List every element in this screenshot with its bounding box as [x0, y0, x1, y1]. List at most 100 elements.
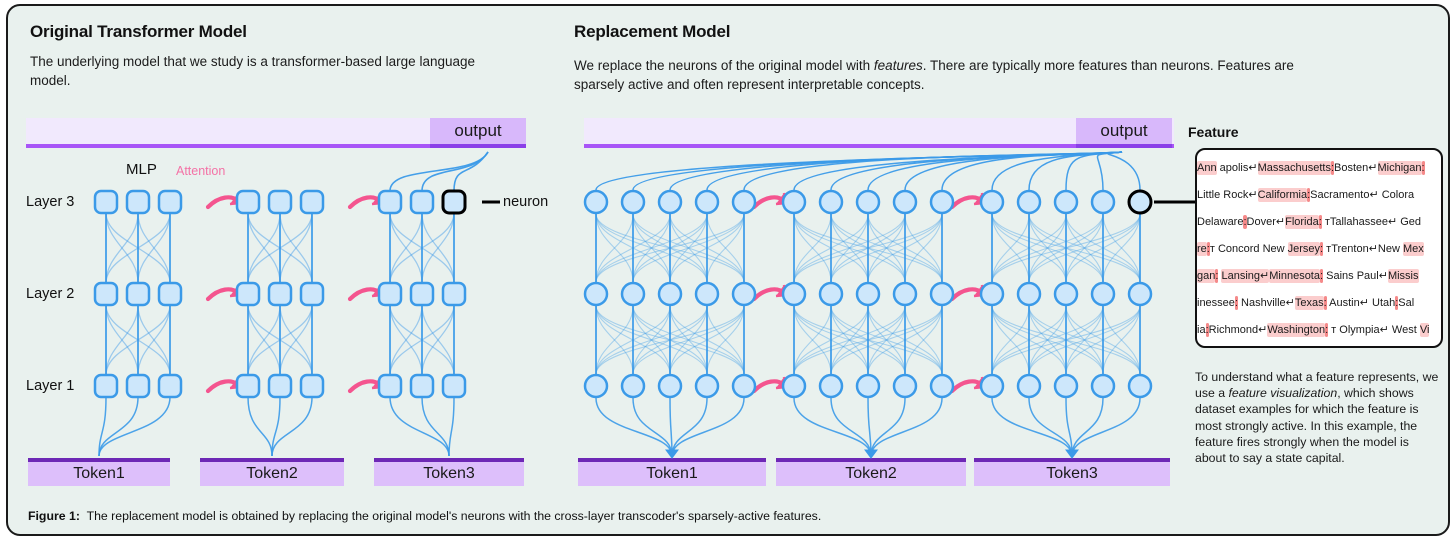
neuron-node[interactable]	[299, 373, 325, 399]
feature-node[interactable]	[657, 373, 683, 399]
feature-node[interactable]	[731, 189, 757, 215]
feature-node[interactable]	[892, 189, 918, 215]
neuron-node[interactable]	[299, 281, 325, 307]
neuron-node[interactable]	[377, 281, 403, 307]
neuron-node[interactable]	[157, 189, 183, 215]
neuron-node[interactable]	[441, 373, 467, 399]
feature-node[interactable]	[583, 281, 609, 307]
neuron-node[interactable]	[157, 281, 183, 307]
feature-node[interactable]	[694, 189, 720, 215]
neuron-node[interactable]	[235, 281, 261, 307]
token-input-wire	[870, 397, 906, 457]
feature-node-highlighted[interactable]	[1127, 189, 1153, 215]
attention-arrow	[205, 195, 241, 210]
feature-node[interactable]	[657, 189, 683, 215]
feature-node[interactable]	[583, 373, 609, 399]
feature-node[interactable]	[855, 281, 881, 307]
mlp-connection	[421, 212, 455, 284]
neuron-node[interactable]	[235, 373, 261, 399]
feature-node[interactable]	[731, 281, 757, 307]
feature-connection	[991, 305, 1141, 375]
feature-node[interactable]	[818, 373, 844, 399]
feature-node[interactable]	[892, 281, 918, 307]
feature-node[interactable]	[694, 373, 720, 399]
feature-token-highlighted: :	[1320, 242, 1324, 256]
output-wire	[904, 151, 1123, 191]
feature-connection	[793, 213, 869, 283]
feature-node[interactable]	[1053, 373, 1079, 399]
neuron-node[interactable]	[409, 281, 435, 307]
feature-node[interactable]	[781, 189, 807, 215]
feature-node[interactable]	[929, 281, 955, 307]
neuron-node-highlighted[interactable]	[441, 189, 467, 215]
feature-node[interactable]	[583, 189, 609, 215]
feature-node[interactable]	[1090, 281, 1116, 307]
mlp-connection	[137, 304, 171, 376]
feature-connection	[706, 213, 745, 283]
neuron-node[interactable]	[157, 373, 183, 399]
feature-node[interactable]	[731, 373, 757, 399]
output-wire	[1028, 151, 1123, 191]
feature-node[interactable]	[979, 373, 1005, 399]
feature-node[interactable]	[929, 373, 955, 399]
neuron-node[interactable]	[267, 373, 293, 399]
feature-node[interactable]	[1016, 281, 1042, 307]
feature-node[interactable]	[620, 373, 646, 399]
neuron-node[interactable]	[93, 373, 119, 399]
feature-node[interactable]	[979, 189, 1005, 215]
feature-node[interactable]	[855, 373, 881, 399]
feature-node[interactable]	[892, 373, 918, 399]
neuron-node[interactable]	[235, 189, 261, 215]
feature-node[interactable]	[1090, 373, 1116, 399]
mlp-connection	[137, 304, 171, 376]
mlp-connection	[105, 212, 171, 284]
neuron-node[interactable]	[267, 189, 293, 215]
mlp-connection	[247, 304, 313, 376]
feature-node[interactable]	[781, 281, 807, 307]
feature-node[interactable]	[818, 281, 844, 307]
feature-connection	[1065, 213, 1104, 283]
feature-node[interactable]	[657, 281, 683, 307]
output-wire	[743, 151, 1123, 191]
feature-connection	[867, 305, 943, 375]
neuron-node[interactable]	[409, 189, 435, 215]
neuron-node[interactable]	[125, 373, 151, 399]
feature-connection	[1102, 213, 1141, 283]
mlp-connection	[389, 304, 455, 376]
feature-connection	[991, 213, 1141, 283]
token-input-wire	[867, 397, 872, 457]
attention-arrow	[751, 379, 787, 394]
neuron-node[interactable]	[93, 281, 119, 307]
feature-node[interactable]	[1016, 373, 1042, 399]
feature-connection	[632, 305, 671, 375]
feature-node[interactable]	[620, 189, 646, 215]
neuron-node[interactable]	[377, 189, 403, 215]
feature-connection	[1028, 213, 1067, 283]
mlp-connection	[137, 212, 171, 284]
neuron-node[interactable]	[125, 189, 151, 215]
neuron-node[interactable]	[93, 189, 119, 215]
feature-node[interactable]	[1127, 373, 1153, 399]
neuron-node[interactable]	[267, 281, 293, 307]
feature-node[interactable]	[1053, 281, 1079, 307]
mlp-connection	[279, 304, 313, 376]
feature-caption-emphasis: feature visualization	[1228, 386, 1338, 401]
feature-node[interactable]	[1127, 281, 1153, 307]
feature-node[interactable]	[929, 189, 955, 215]
feature-node[interactable]	[979, 281, 1005, 307]
neuron-node[interactable]	[409, 373, 435, 399]
neuron-node[interactable]	[299, 189, 325, 215]
feature-node[interactable]	[1053, 189, 1079, 215]
figure-caption: Figure 1: The replacement model is obtai…	[28, 509, 821, 523]
feature-node[interactable]	[781, 373, 807, 399]
neuron-node[interactable]	[441, 281, 467, 307]
neuron-node[interactable]	[125, 281, 151, 307]
feature-node[interactable]	[818, 189, 844, 215]
feature-node[interactable]	[1016, 189, 1042, 215]
feature-node[interactable]	[855, 189, 881, 215]
feature-node[interactable]	[694, 281, 720, 307]
feature-node[interactable]	[1090, 189, 1116, 215]
figure-caption-label: Figure 1:	[28, 509, 80, 523]
feature-node[interactable]	[620, 281, 646, 307]
neuron-node[interactable]	[377, 373, 403, 399]
